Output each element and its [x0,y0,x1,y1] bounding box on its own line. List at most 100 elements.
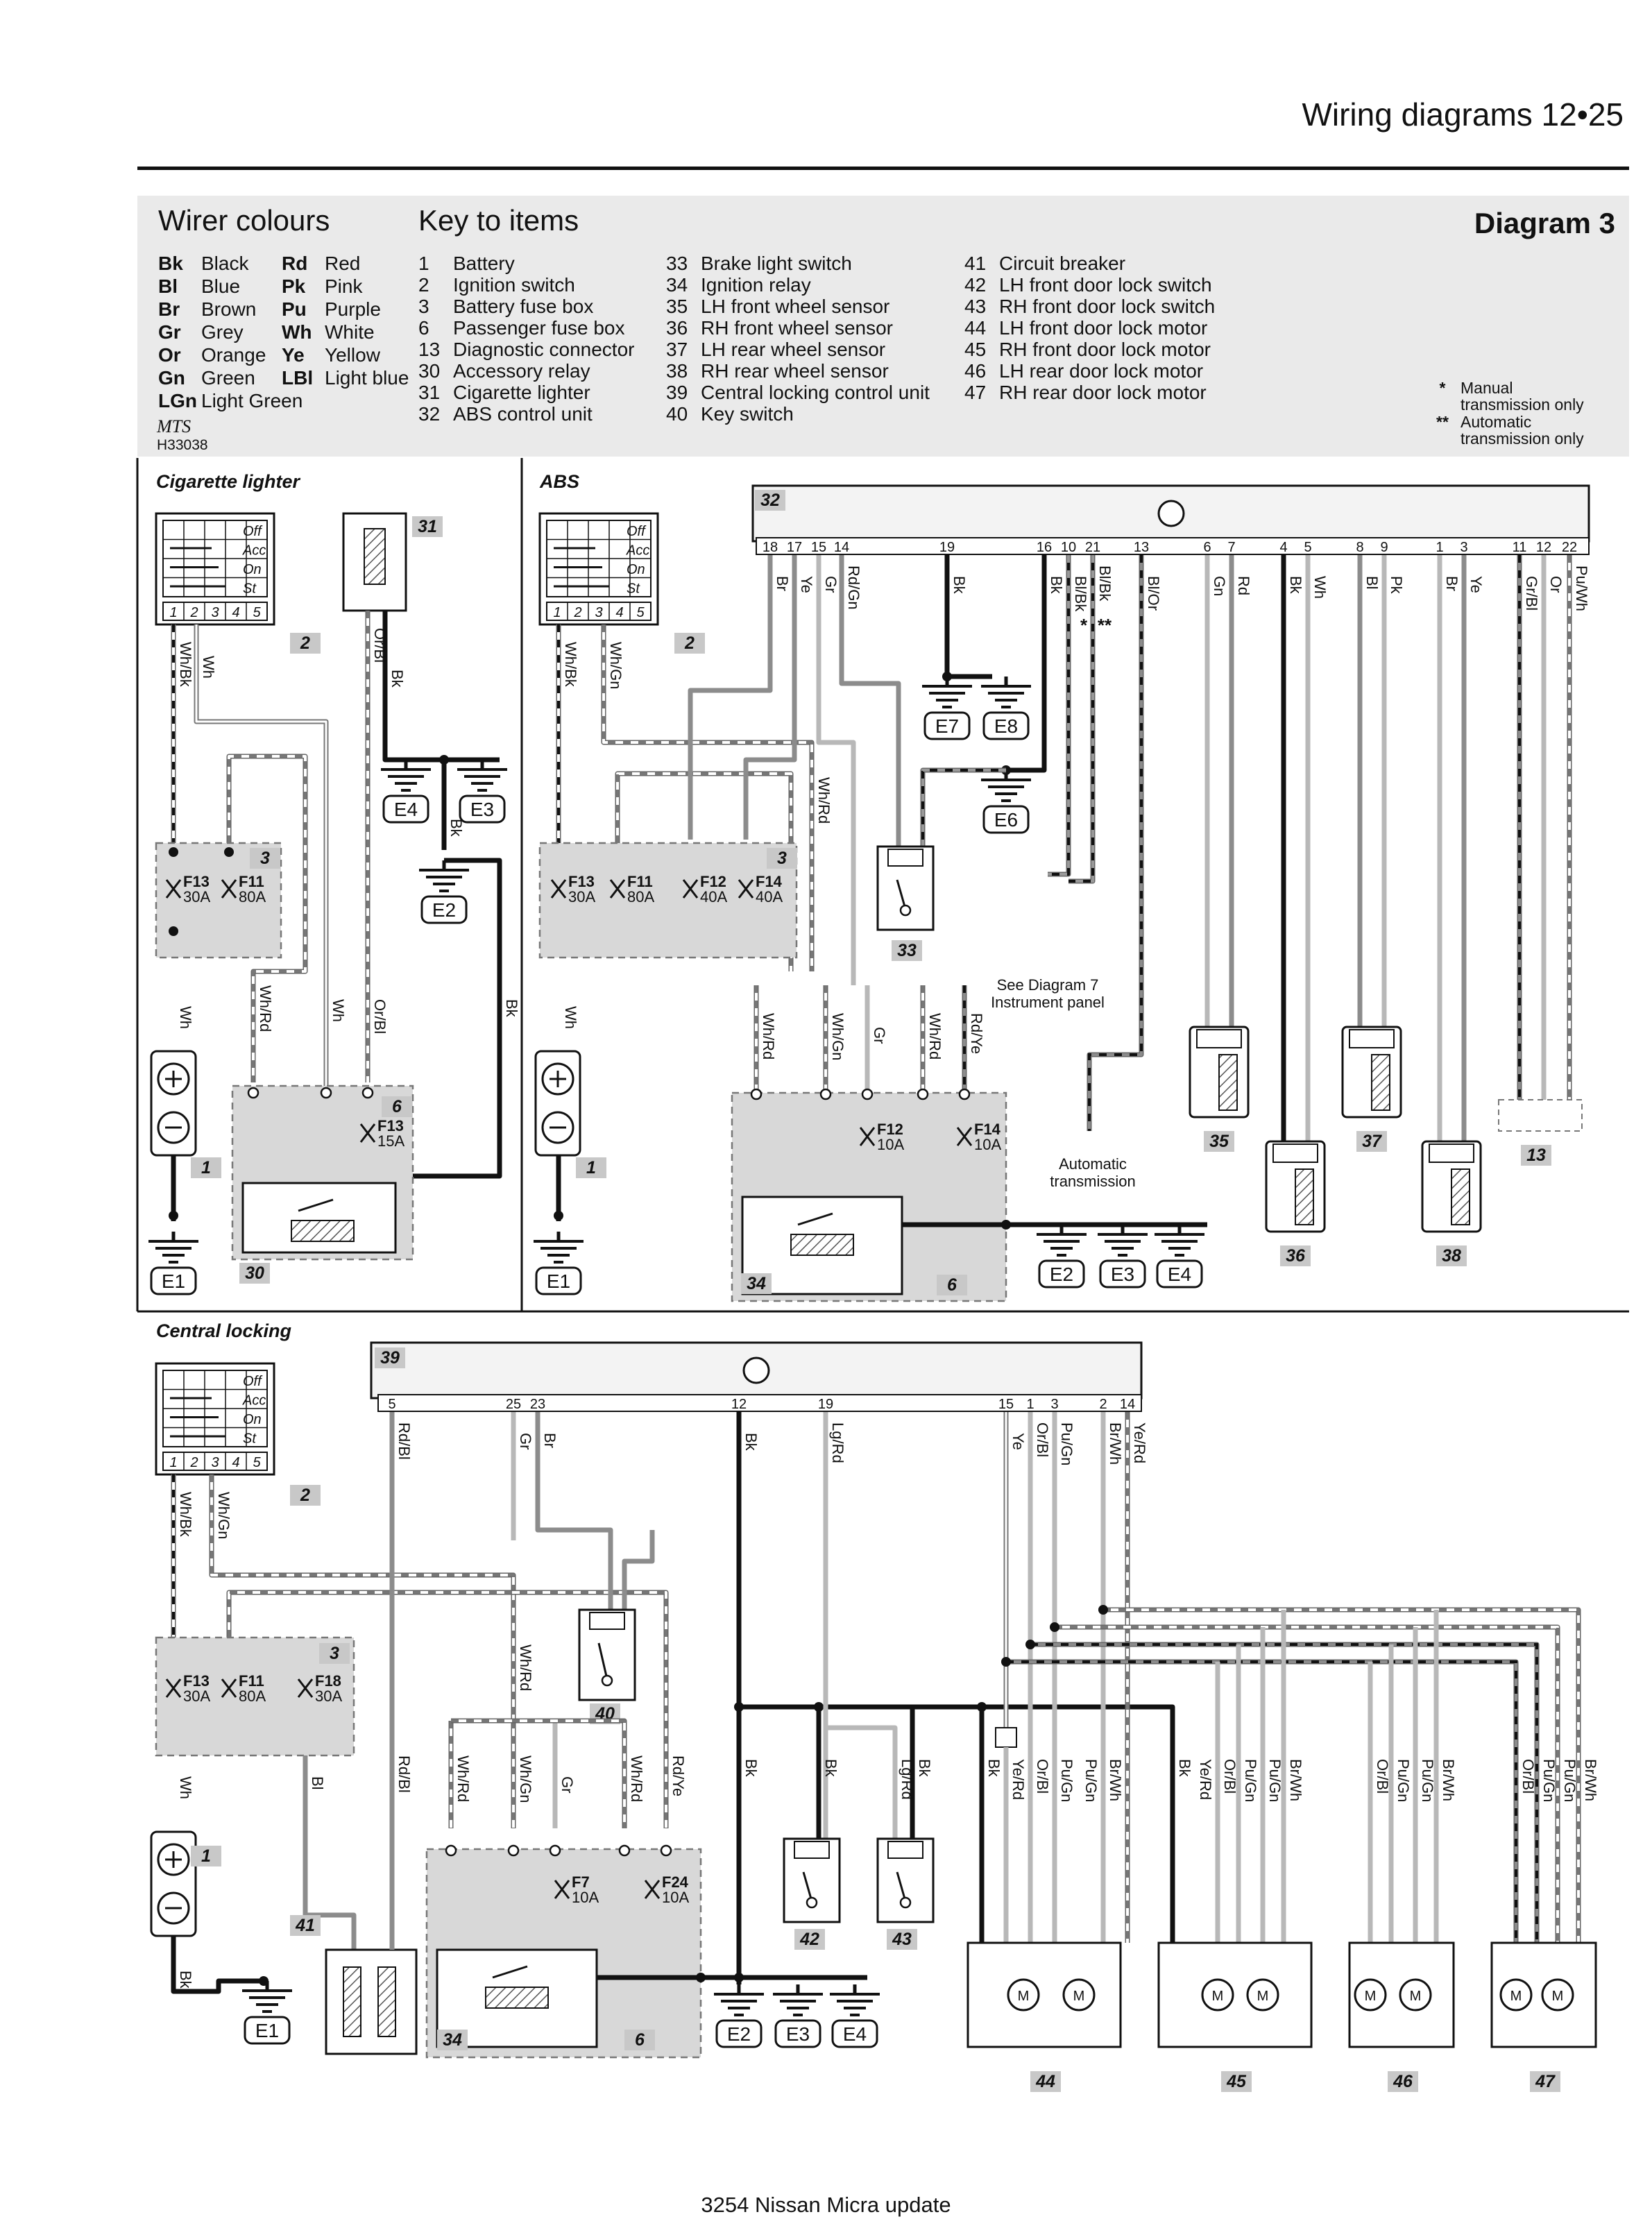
key-item-number: 39 [666,382,688,403]
wire-colour-name: Light blue [325,367,409,389]
item-number: 37 [1362,1132,1382,1151]
switch-terminal: 4 [615,605,623,620]
key-item-label: RH front wheel sensor [701,317,894,339]
ground-box [150,1266,197,1295]
pin-number: 19 [818,1397,833,1412]
wire-label: Gr/Bl [1523,576,1540,611]
lock-motor [1541,1978,1574,2012]
wire-colour-code: Wh [282,321,312,343]
note-line: transmission only [1461,396,1584,414]
wire-label: Br/Wh [1582,1759,1599,1801]
switch-position: St [243,1431,257,1447]
terminal-ring [361,1087,374,1099]
fuse-symbol [297,1678,314,1698]
wire-label: Or/Bl [371,999,389,1034]
junction-dot [1098,1605,1108,1615]
wire-colour-name: Green [201,367,255,389]
ground-box [715,2019,763,2048]
wire-colour-code: Pu [282,298,307,320]
switch-terminal: 1 [553,605,561,620]
wire-grey [743,555,797,840]
junction-dot [1001,1220,1011,1230]
fuse-name: F11 [239,1672,264,1690]
item-number: 2 [300,633,310,653]
key-item-label: RH front door lock switch [999,296,1216,317]
item-number: 41 [295,1916,315,1935]
ground-label: E1 [255,2020,279,2041]
pin-number: 5 [388,1397,395,1412]
wire-label: Rd/Gn [845,565,862,610]
wire-label: Wh/Gn [215,1492,232,1539]
ground-label: E7 [935,715,959,737]
ground-box [459,794,506,824]
wire-label: Pu/Gn [1395,1759,1412,1802]
wire-label: Wh/Bk [177,642,194,688]
wire-label: Or/Bl [1034,1759,1051,1794]
wire-label: Bl [309,1776,326,1790]
pin-number: 23 [530,1397,545,1412]
junction-dot [169,926,178,936]
wire-label: Pu/Wh [1573,565,1590,611]
door-lock-unit [966,1941,1122,2048]
relay-contact [298,1198,334,1212]
sensor-plug [1429,1143,1474,1163]
key-item-label: Accessory relay [453,360,590,382]
wire-label: Wh/Gn [517,1755,534,1803]
wire-label: Bk [951,576,968,595]
item-number: 3 [330,1644,339,1663]
key-item-label: Circuit breaker [999,253,1126,274]
wire-label: Bk [503,999,520,1018]
wire-label: Pu/Gn [1242,1759,1259,1802]
wire-tracer [1088,555,1143,1131]
key-item-label: Passenger fuse box [453,317,625,339]
wire-label: Br/Wh [1107,1759,1124,1801]
wire-label: Bk [916,1759,933,1778]
item-number: 3 [777,849,787,868]
lighter-element [364,528,386,585]
wire-colour-code: LGn [158,390,197,411]
key-item-number: 6 [418,317,429,339]
key-item-number: 40 [666,403,688,425]
pin-number: 2 [1099,1397,1107,1412]
item-number-tag [674,633,705,654]
fuse-name: F12 [877,1121,903,1138]
item-number: 44 [1035,2072,1055,2091]
plus-sign [165,1071,182,1087]
switch-position: St [627,581,640,597]
wire-label: Pu/Gn [1266,1759,1284,1802]
fuse-symbol [550,879,567,899]
item-number-tag [319,1643,350,1664]
key-item-label: LH rear door lock motor [999,360,1204,382]
fuse-name: F18 [315,1672,341,1690]
fuse-name: F14 [974,1121,1001,1138]
wire-light [816,555,856,985]
switch-position: Acc [242,543,266,559]
pin-number: 16 [1037,540,1052,555]
item-number-tag [250,848,280,869]
key-item-label: RH rear wheel sensor [701,360,889,382]
item-number: 30 [245,1264,264,1283]
wire-label: Wh/Rd [517,1644,534,1691]
item-number: 38 [1442,1246,1461,1266]
wire-label: Rd/Bl [395,1422,413,1460]
key-item-label: Central locking control unit [701,382,930,403]
key-item-number: 34 [666,274,688,296]
sensor-plug [1272,1143,1318,1163]
item-number-tag [412,516,443,537]
switch-terminal: 5 [253,605,261,620]
pin-number: 5 [1304,540,1311,555]
switch-contact [802,1871,813,1902]
wire-label: Wh [200,656,217,679]
wire-label: Bk [1287,576,1304,595]
fuse-rating: 40A [700,888,727,905]
lock-motor [1246,1978,1279,2012]
wire-label: Wh/Rd [628,1755,645,1802]
terminal-ring [899,1896,912,1909]
terminal-ring [958,1088,971,1100]
fuse-symbol [644,1880,661,1899]
wire-label: Bk [742,1759,760,1778]
wire-label: Pu/Gn [1540,1759,1558,1802]
